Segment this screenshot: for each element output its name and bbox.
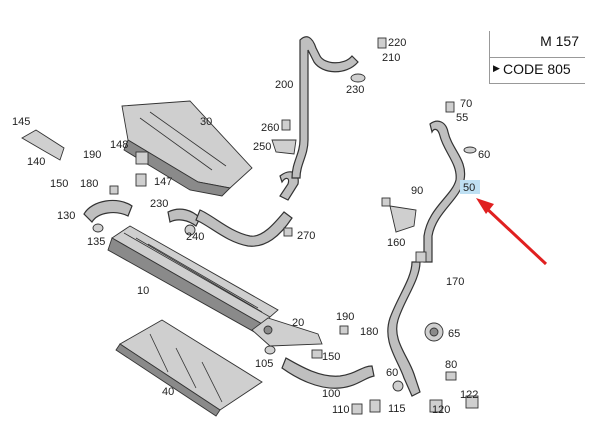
part-label-150-center: 150 [322,351,340,363]
part-20-shape [251,317,323,347]
red-arrow-icon [476,198,548,266]
part-label-148: 148 [110,139,128,151]
part-label-40: 40 [162,386,174,398]
part-label-240: 240 [186,231,204,243]
part-50-highlight [460,180,480,194]
hose-270 [279,171,299,201]
part-label-180-left: 180 [80,178,98,190]
part-label-120: 120 [432,404,450,416]
part-label-55: 55 [456,112,468,124]
part-label-60-top: 60 [478,149,490,161]
part-label-147: 147 [154,176,172,188]
part-label-20: 20 [292,317,304,329]
part-label-10: 10 [137,285,149,297]
part-label-90: 90 [411,185,423,197]
part-label-230-left: 230 [150,198,168,210]
info-box: M 157 ▶ CODE 805 [489,31,585,84]
part-label-135: 135 [87,236,105,248]
triangle-right-icon: ▶ [493,63,500,73]
pipe-200 [291,36,359,179]
part-label-65: 65 [448,328,460,340]
part-label-115: 115 [388,403,406,415]
pipe-50 [423,120,466,263]
engine-model-label: M 157 [540,33,579,49]
part-label-145: 145 [12,116,30,128]
small-parts [21,37,479,415]
part-label-150-left: 150 [50,178,68,190]
part-label-30: 30 [200,116,212,128]
part-label-130: 130 [57,210,75,222]
part-65-shape [424,322,444,342]
part-label-220: 220 [388,37,406,49]
part-labels: 220 210 230 200 70 55 60 50 145 140 30 2… [12,37,490,416]
part-label-80: 80 [445,359,457,371]
hose-230-left [167,208,201,227]
part-label-100: 100 [322,388,340,400]
part-label-110: 110 [332,404,350,416]
part-label-60-bottom: 60 [386,367,398,379]
part-label-270: 270 [297,230,315,242]
hose-240 [195,209,293,247]
part-label-200: 200 [275,79,293,91]
part-label-105: 105 [255,358,273,370]
part-label-250: 250 [253,141,271,153]
part-label-230-top: 230 [346,84,364,96]
part-label-260: 260 [261,122,279,134]
part-40-shape [115,319,263,417]
part-label-140: 140 [27,156,45,168]
pipe-100 [281,357,375,389]
part-label-70: 70 [460,98,472,110]
code-row: ▶ CODE 805 [490,57,585,83]
part-label-180-center: 180 [360,326,378,338]
pipe-50-lower [387,261,421,397]
hose-130 [83,199,133,223]
part-label-190-left: 190 [83,149,101,161]
part-30-shape [121,100,253,197]
part-label-210: 210 [382,52,400,64]
part-label-160: 160 [387,237,405,249]
part-label-122: 122 [460,389,478,401]
part-label-170: 170 [446,276,464,288]
part-label-50: 50 [463,182,475,194]
part-label-190-center: 190 [336,311,354,323]
code-label: CODE 805 [503,61,571,77]
